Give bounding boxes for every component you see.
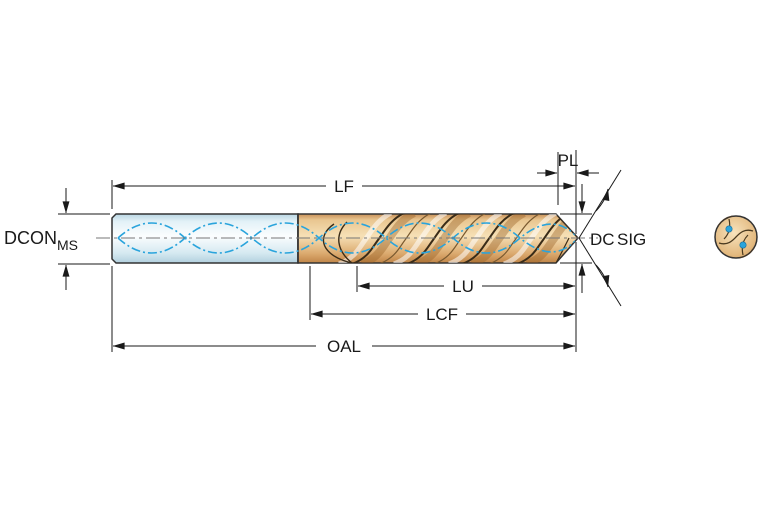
end-view-coolant-hole-top xyxy=(725,225,733,233)
dim-lu: LU xyxy=(356,266,576,296)
dim-label-dcon: DCON xyxy=(4,228,57,248)
dim-sig: SIG xyxy=(578,169,646,307)
dim-pl: PL xyxy=(537,151,599,205)
dim-label-dcon-sub: MS xyxy=(57,237,78,253)
dim-lcf: LCF xyxy=(309,266,576,324)
dim-label-lf: LF xyxy=(334,177,354,196)
dim-oal: OAL xyxy=(111,242,577,356)
dim-dcon: DCON MS xyxy=(4,188,110,290)
dim-label-dc: DC xyxy=(590,230,615,249)
dim-label-oal: OAL xyxy=(327,337,361,356)
dim-label-sig: SIG xyxy=(617,230,646,249)
coolant-line-b xyxy=(117,222,576,254)
drill-end-view xyxy=(714,215,758,259)
dim-lf: LF xyxy=(111,150,577,234)
dim-label-pl: PL xyxy=(558,151,579,170)
coolant-line-a xyxy=(117,222,576,254)
dim-label-lu: LU xyxy=(452,277,474,296)
end-view-coolant-hole-bottom xyxy=(739,241,747,249)
coolant-channel-lines xyxy=(117,222,576,254)
dim-label-lcf: LCF xyxy=(426,305,458,324)
drill-body xyxy=(96,213,598,264)
